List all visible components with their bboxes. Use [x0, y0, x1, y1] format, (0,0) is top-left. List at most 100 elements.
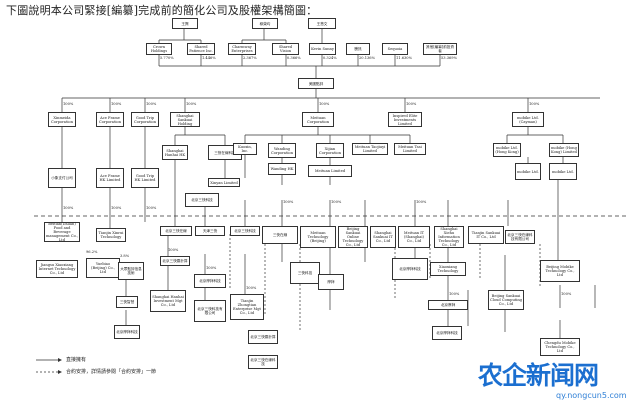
onshore-sh-xiehu: Shanghai Xiehu Information Technology Co…: [434, 226, 464, 248]
fourth-mobike-ltd-a: mobike Ltd.: [515, 163, 541, 180]
third-kuoxin: Kuoxin, Inc.: [233, 143, 257, 155]
holding-other-investors: 其他[編纂]前投資者: [423, 43, 457, 55]
pct-label: 11.630%: [396, 56, 412, 60]
second-shanghai-holding: Shanghai Sankuai Holding: [170, 112, 200, 127]
onshore-shanghai-hanhai: Shanghai Hanhai Investment Mgt Co., Ltd: [150, 290, 186, 312]
fourth-meituan-limited: Meituan Limited: [308, 165, 352, 177]
onshore-yuebiao: Yuebiao (Beijing) Co., Ltd: [86, 258, 120, 278]
second-ace-frame: Ace Frame Corporation: [96, 112, 124, 127]
onshore-dianping-tech: 大眾點評信息技術: [118, 262, 144, 280]
onshore-sankuai-online-tech: 北京三快在線科技: [248, 355, 278, 369]
onshore-corp-wanding: 三快在線: [262, 226, 298, 244]
second-mobike-cayman: mobike Ltd. (Cayman): [512, 112, 544, 127]
pct-label: 100%: [283, 200, 294, 204]
holding-tencent: 騰訊: [346, 43, 370, 55]
pct-label: 100%: [146, 206, 157, 210]
fourth-good-trip-hk: Good Trip HK Limited: [131, 168, 159, 188]
holding-shared-vision: Shared Vision: [272, 43, 299, 55]
onshore-sankuai-a: 北京三快在線: [160, 226, 192, 236]
onshore-jiangsu-xiaoxiang: Jiangsu Xiaoxiang Internet Technology Co…: [36, 260, 78, 278]
onshore-bj-mobike-b: 北京摩拜: [428, 300, 468, 310]
pct-label: 0.366%: [287, 56, 301, 60]
pct-label: 20.136%: [359, 56, 375, 60]
pct-label: 100%: [319, 102, 330, 106]
onshore-beijing-mobike: 北京摩拜科技: [194, 274, 226, 288]
pct-label: 0.324%: [323, 56, 337, 60]
legend-direct: 直接擁有: [66, 357, 87, 363]
onshore-bj-mobike-a: 北京摩拜科技: [392, 258, 428, 280]
holding-sequoia: Sequoia: [382, 43, 408, 55]
fourth-wanding-hk: Wanding HK: [268, 163, 296, 175]
third-xijian: Xijian Corporation: [316, 143, 344, 158]
onshore-chengdu-mobike: Chengdu Mobike Technology Co., Ltd: [540, 338, 580, 356]
second-good-trip: Good Trip Corporation: [131, 112, 159, 127]
onshore-tianjin-xinrui: Tianjin Xinrui Technology: [96, 228, 126, 242]
pct-label: 100%: [246, 286, 257, 290]
onshore-sankuai-online: 三快智慧: [116, 296, 138, 308]
third-wanding: Wanding Corporation: [268, 143, 296, 158]
holding-shared-patience: Shared Patience Inc.: [187, 43, 215, 55]
holding-charmway: Charmway Enterprises: [228, 43, 256, 55]
pct-label: 96.2%: [86, 250, 98, 254]
legend-contractual: 合約安排，詳情請參閱「合約安排」一節: [66, 369, 157, 375]
fourth-xinyan: Xinyan Limited: [208, 178, 240, 187]
pct-label: 100%: [529, 102, 540, 106]
page-title: 下圖說明本公司緊接[編纂]完成前的簡化公司及股權架構簡圖：: [6, 4, 318, 17]
pct-label: 5.770%: [160, 56, 174, 60]
onshore-sankuai-cloud: 北京三快雲計算: [248, 330, 278, 344]
pct-label: 100%: [63, 206, 74, 210]
pct-label: 3.8%: [120, 254, 130, 258]
third-shanghai-hk: Shanghai Hanhai HK: [162, 145, 188, 160]
onshore-bj-sankuai-ltd: 北京三快在線科技有限公司: [505, 230, 535, 244]
onshore-bj-sankuai-cloud: Beijing Sankuai Cloud Computing Co., Ltd: [488, 290, 524, 310]
second-meituan-corp: Meituan Corporation: [302, 112, 334, 127]
onshore-sh-sankuai-it: Shanghai Sankuai IT Co., Ltd: [370, 226, 396, 248]
onshore-sankuai-tech-b: 三快科技: [290, 262, 320, 284]
pct-label: 100%: [416, 200, 427, 204]
third-meituan-tsai: Meituan Tsai Limited: [394, 143, 426, 155]
fourth-xiaoxiang-pay: 小象支付公司: [48, 168, 76, 188]
pct-label: 100%: [146, 102, 157, 106]
pct-label: 100%: [111, 206, 122, 210]
onshore-holding-hk: 北京三快科技: [185, 193, 219, 207]
third-mobike-hk-ltd: mobike (Hong Kong) Limited: [549, 143, 579, 157]
pct-label: 100%: [406, 102, 417, 106]
pct-label: 100%: [331, 200, 342, 204]
third-taojiuyi: Meituan Taojiuyi Limited: [352, 143, 388, 155]
onshore-tianjin-sankuai: 天津三快: [195, 226, 225, 236]
third-mobike-hk: mobike Ltd. (Hong Kong): [493, 143, 521, 157]
pct-label: 100%: [449, 292, 460, 296]
onshore-beijing-sankuai-tech: 北京三快科技: [230, 226, 260, 236]
holding-kevin-sunny: Kevin Sunny: [309, 43, 336, 55]
holding-crown: Crown Holdings: [146, 43, 172, 55]
shareholder-wang-xing: 王興: [172, 18, 198, 29]
onshore-tianjin-zhongtian: Tianjin Zhongtian Enterprise Mgt Co., Lt…: [230, 294, 264, 320]
fourth-mobike-ltd-b: mobike Ltd.: [549, 163, 577, 180]
onshore-sankuai-tech: 北京摩拜科技: [114, 325, 140, 339]
onshore-bj-sankuai-online: Beijing Sankuai Online Technology Co., L…: [338, 226, 368, 248]
pct-label: 100%: [561, 292, 572, 296]
onshore-bj-mobike-c: 北京摩拜科技: [432, 326, 462, 340]
watermark-url: qy.nongcun5.com: [556, 391, 627, 400]
onshore-mobike-c: 摩拜: [318, 274, 344, 290]
pct-label: 100%: [111, 102, 122, 106]
pct-label: 53.369%: [441, 56, 457, 60]
onshore-beitian: Beitian(Dalian) Food and Beverage manage…: [44, 222, 80, 242]
onshore-bj-mobike-tech: Beijing Mobike Technology Co., Ltd: [540, 260, 580, 282]
company-box: 美團點評: [298, 78, 334, 89]
pct-label: 2.367%: [243, 56, 257, 60]
watermark-logo: 农企新闻网: [478, 361, 599, 390]
shareholder-wang-huiwen: 王慧文: [308, 18, 336, 29]
second-inspired-elite: Inspired Elite Investments Limited: [388, 112, 422, 127]
fourth-ace-frame-hk: Ace Frame HK Limited: [96, 168, 124, 188]
pct-label: 100%: [63, 102, 74, 106]
second-xinmeida: Xinmeida Corporation: [48, 112, 76, 127]
pct-label: 100%: [206, 266, 217, 270]
onshore-meituan-tech-bj: Meituan Technology (Beijing): [300, 226, 336, 248]
pct-label: 100%: [168, 248, 179, 252]
onshore-sankuai-b: 北京三快雲計算: [160, 256, 190, 266]
onshore-beijing-sankuai-co: 北京三快科技有限公司: [194, 300, 226, 322]
onshore-tianjin-sankuai-it: Tianjin Sankuai IT Co., Ltd: [468, 226, 504, 244]
